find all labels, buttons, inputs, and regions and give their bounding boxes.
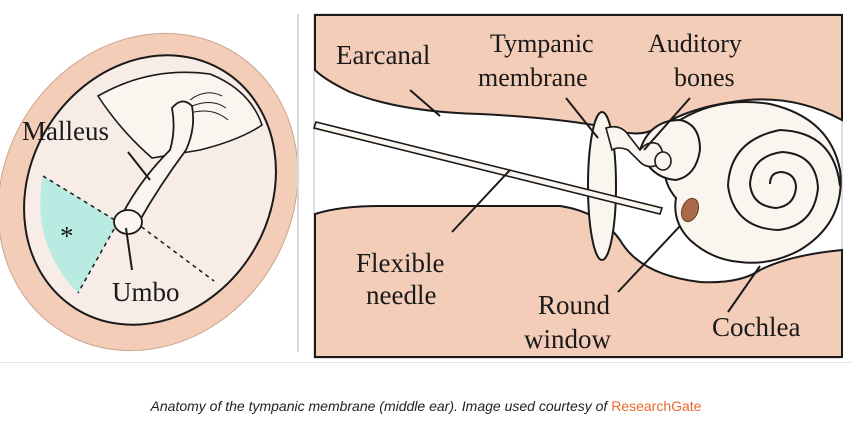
caption-text: Anatomy of the tympanic membrane (middle… — [151, 398, 612, 414]
flexible-label-line1: Flexible — [356, 248, 445, 278]
umbo-label: Umbo — [112, 277, 180, 307]
ear-anatomy-figure: Malleus Umbo * — [0, 0, 852, 362]
tympanic-label-line2: membrane — [478, 63, 588, 92]
flexible-label-line2: needle — [366, 280, 436, 310]
auditory-label-line1: Auditory — [648, 29, 742, 58]
cochlea-label: Cochlea — [712, 312, 800, 342]
eardrum-diagram: Malleus Umbo * — [0, 0, 357, 362]
earcanal-label: Earcanal — [336, 40, 430, 70]
asterisk-marker: * — [60, 221, 74, 251]
umbo-tip — [114, 210, 142, 234]
figure-caption: Anatomy of the tympanic membrane (middle… — [0, 398, 852, 414]
round-label-line2: window — [524, 324, 612, 354]
tympanic-label-line1: Tympanic — [490, 29, 594, 58]
caption-divider — [0, 362, 852, 363]
round-label-line1: Round — [538, 290, 611, 320]
researchgate-link[interactable]: ResearchGate — [611, 398, 701, 414]
ear-cross-section-diagram: Earcanal Tympanic membrane Auditory bone… — [314, 14, 842, 358]
auditory-label-line2: bones — [674, 63, 735, 92]
malleus-label: Malleus — [22, 116, 109, 146]
